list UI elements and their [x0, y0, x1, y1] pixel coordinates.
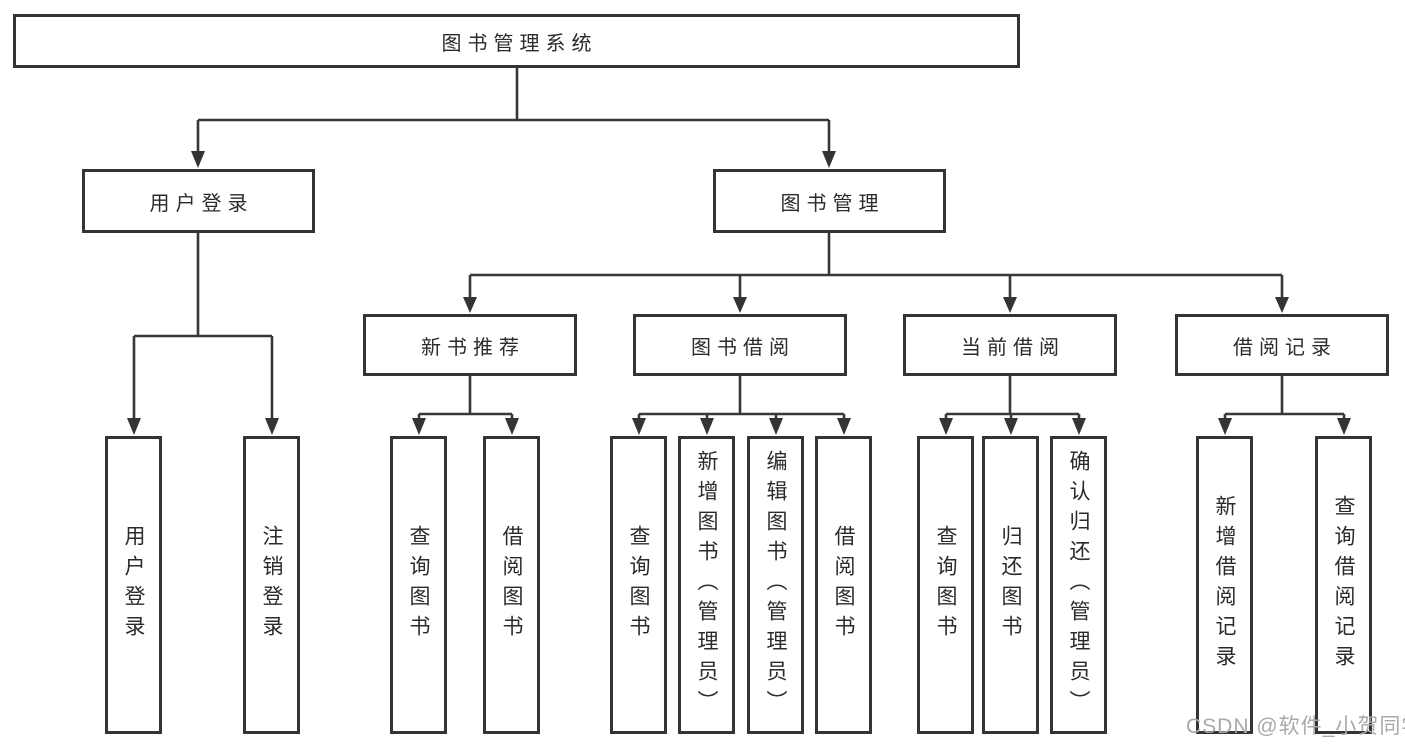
leaf-query-books-borrowing: 查询图书	[610, 436, 667, 734]
leaf-logout-login: 注销登录	[243, 436, 300, 734]
leaf-return-books: 归还图书	[982, 436, 1039, 734]
leaf-add-books-admin: 新增图书（管理员）	[678, 436, 735, 734]
node-new-book-recommendation: 新书推荐	[363, 314, 577, 376]
leaf-borrow-books: 借阅图书	[815, 436, 872, 734]
leaf-add-borrow-record: 新增借阅记录	[1196, 436, 1253, 734]
node-borrowing-records: 借阅记录	[1175, 314, 1389, 376]
node-library-management-system: 图书管理系统	[13, 14, 1020, 68]
leaf-query-books-current: 查询图书	[917, 436, 974, 734]
node-book-borrowing: 图书借阅	[633, 314, 847, 376]
leaf-borrow-books-recommend: 借阅图书	[483, 436, 540, 734]
leaf-query-books-recommend: 查询图书	[390, 436, 447, 734]
node-user-login: 用户登录	[82, 169, 315, 233]
node-book-management: 图书管理	[713, 169, 946, 233]
leaf-user-login: 用户登录	[105, 436, 162, 734]
leaf-edit-books-admin: 编辑图书（管理员）	[747, 436, 804, 734]
csdn-watermark: CSDN @软件_小贺同学	[1186, 715, 1405, 738]
leaf-query-borrow-record: 查询借阅记录	[1315, 436, 1372, 734]
node-current-borrowing: 当前借阅	[903, 314, 1117, 376]
leaf-confirm-return-admin: 确认归还（管理员）	[1050, 436, 1107, 734]
